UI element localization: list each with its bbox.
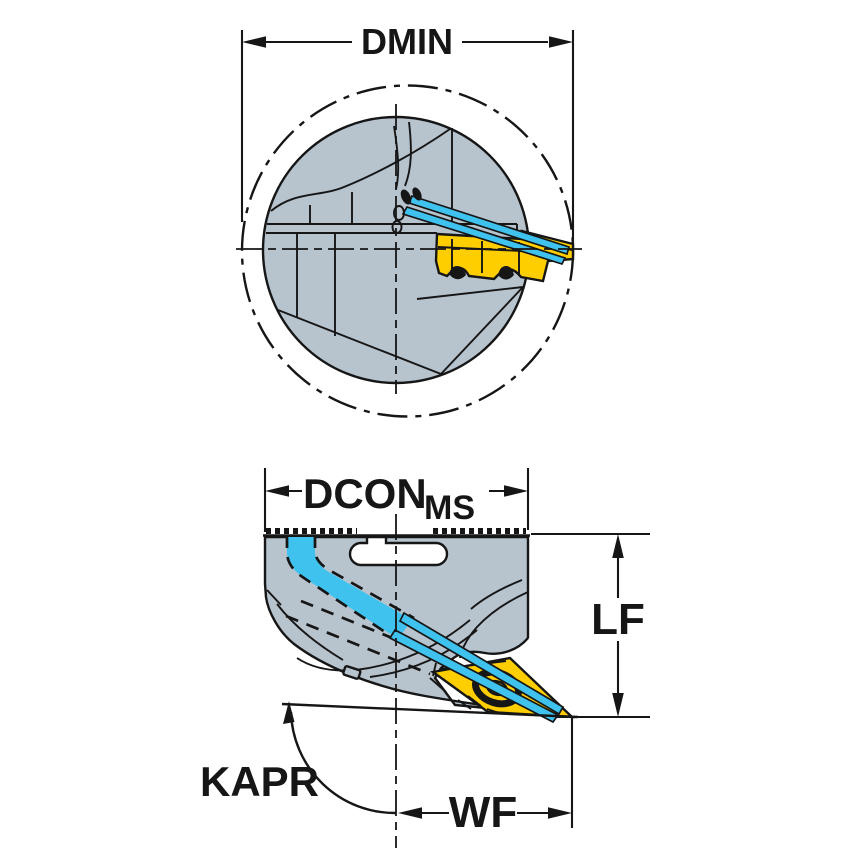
dim-label-lf: LF [591,595,645,644]
dimension-dmin: DMIN [240,21,575,250]
dim-label-dcon: DCON [303,470,427,517]
dim-label-dmin: DMIN [361,21,453,62]
cartridge-notch-shadow [498,266,514,280]
dim-label-kapr: KAPR [200,758,319,805]
arrowhead-left-icon [398,807,422,819]
dim-label-dcon-subscript: MS [424,489,475,527]
front-body-contours [266,121,524,375]
angle-arc [289,711,397,815]
arrowhead-down-icon [612,693,624,717]
arrowhead-right-icon [548,807,572,819]
dimension-lf: LF [531,532,650,719]
cutting-edge-line [281,702,579,719]
arrowhead-left-icon [242,36,266,48]
arrowhead-right-icon [504,485,528,497]
coolant-jet [388,628,560,724]
arrowhead-up-icon [612,534,624,558]
dimension-dcon-ms: DCON MS [263,468,530,532]
front-clamp-screw [391,187,422,234]
arrowhead-up-icon [283,701,295,724]
front-view: DMIN [236,21,582,418]
edge-notch [342,665,362,680]
dimension-wf: WF [398,717,574,837]
coolant-jet [398,611,565,716]
relief-notch-edge [442,637,529,668]
side-view: DCON MS [200,468,650,848]
mounting-slot [348,535,449,567]
side-coolant-jets [388,611,565,724]
dimension-kapr: KAPR [200,701,579,815]
cartridge-notch-shadow [449,266,466,280]
dim-label-wf: WF [449,788,517,837]
arrowhead-right-icon [549,36,573,48]
arrowhead-left-icon [265,485,289,497]
